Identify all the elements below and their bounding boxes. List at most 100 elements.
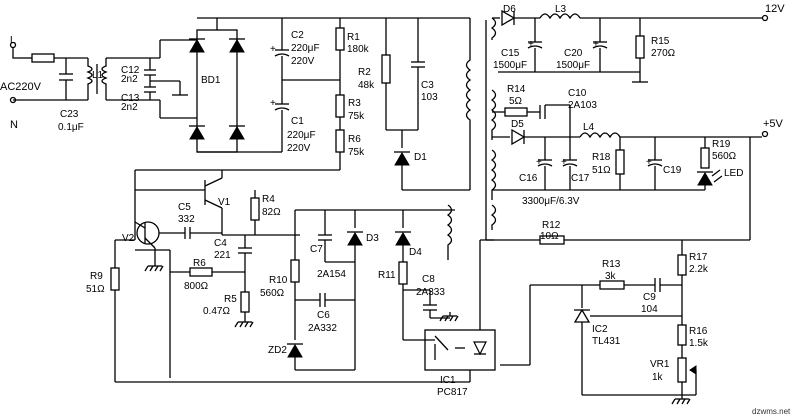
r10-label: R10 (269, 275, 288, 286)
r15-label: R15 (651, 36, 670, 47)
ic2-value: TL431 (592, 336, 621, 347)
svg-text:+: + (270, 98, 276, 109)
r15-value: 270Ω (651, 48, 676, 59)
vr1-value: 1k (652, 372, 664, 383)
c5-value: 332 (178, 214, 195, 225)
l1-label: L1 (92, 70, 104, 81)
d5-label: D5 (511, 119, 524, 130)
r9-value: 51Ω (86, 284, 105, 295)
d6-label: D6 (503, 4, 516, 15)
r13-label: R13 (602, 259, 621, 270)
r6b-value: 800Ω (184, 281, 209, 292)
r4-value: 82Ω (262, 207, 281, 218)
r3-value: 75k (348, 111, 365, 122)
c8-value: 2A333 (416, 287, 445, 298)
rail-5v-label: +5V (763, 118, 784, 130)
svg-text:+: + (270, 44, 276, 55)
rail-12v-label: 12V (765, 3, 785, 15)
l3-label: L3 (555, 4, 567, 15)
startup-resistor-chain (135, 17, 470, 191)
r14-label: R14 (507, 84, 526, 95)
r10-value: 560Ω (260, 288, 285, 299)
r2-label: R2 (358, 67, 371, 78)
v2-label: V2 (122, 233, 135, 244)
r16-label: R16 (689, 326, 708, 337)
bridge-rectifier-bd1 (160, 17, 270, 153)
c15-value: 1500μF (493, 60, 527, 71)
r6b-label: R6 (193, 258, 206, 269)
c13-value: 2n2 (121, 102, 138, 113)
c3-label: C3 (421, 80, 434, 91)
r16-value: 1.5k (689, 338, 709, 349)
primary-feedback (286, 209, 530, 382)
r4-label: R4 (262, 194, 275, 205)
watermark: dzwms.net (752, 407, 791, 416)
r5-value: 0.47Ω (203, 306, 230, 317)
c8-label: C8 (422, 274, 435, 285)
ac-input-section (9, 40, 188, 118)
r1-label: R1 (347, 32, 360, 43)
ic1-label: IC1 (440, 375, 456, 386)
r2-value: 48k (358, 80, 375, 91)
c10-value: 2A103 (568, 100, 597, 111)
c1-value: 220μF (287, 130, 316, 141)
c17-note: 3300μF/6.3V (522, 196, 580, 207)
svg-text:+: + (593, 39, 599, 50)
fuse (31, 53, 55, 63)
l4-label: L4 (583, 122, 595, 133)
line-label: L (10, 35, 16, 46)
tl431-regulator (480, 235, 697, 405)
bd1-label: BD1 (201, 75, 221, 86)
r17-label: R17 (689, 252, 708, 263)
r13-value: 3k (605, 271, 617, 282)
ic2-label: IC2 (592, 324, 608, 335)
c6-value: 2A332 (308, 323, 337, 334)
v1-label: V1 (218, 197, 231, 208)
r18-value: 51Ω (592, 165, 611, 176)
bulk-capacitors: + + (270, 17, 340, 153)
d1-label: D1 (414, 152, 427, 163)
r17-value: 2.2k (689, 264, 709, 275)
r12-value: 10Ω (540, 231, 559, 242)
c1-voltage: 220V (287, 143, 311, 154)
zd2-label: ZD2 (268, 345, 287, 356)
c23-label: C23 (60, 109, 79, 120)
d4-label: D4 (409, 247, 422, 258)
r19-label: R19 (712, 139, 731, 150)
c12-label: C12 (121, 65, 140, 76)
c4-value: 221 (214, 250, 231, 261)
r11-label: R11 (378, 270, 396, 281)
neutral-label: N (10, 119, 18, 131)
ic1-value: PC817 (437, 387, 468, 398)
c12-value: 2n2 (121, 74, 138, 85)
r6a-label: R6 (348, 134, 361, 145)
r3-label: R3 (348, 98, 361, 109)
r6a-value: 75k (348, 147, 365, 158)
primary-switch-stage (110, 170, 470, 383)
c7-label: C7 (310, 244, 323, 255)
c4-label: C4 (214, 238, 227, 249)
c10-label: C10 (568, 88, 587, 99)
c9-label: C9 (643, 292, 656, 303)
svg-text:+: + (561, 157, 567, 168)
c13-label: C13 (121, 93, 140, 104)
output-5v: + + + (492, 104, 769, 241)
c2-voltage: 220V (291, 56, 315, 67)
r19-value: 560Ω (712, 151, 737, 162)
c20-value: 1500μF (556, 60, 590, 71)
c17-label: C17 (571, 173, 590, 184)
r12-label: R12 (542, 220, 561, 231)
c19-label: C19 (663, 165, 682, 176)
r18-label: R18 (592, 152, 611, 163)
c6-label: C6 (317, 310, 330, 321)
svg-text:+: + (646, 157, 652, 168)
d3-label: D3 (366, 233, 379, 244)
svg-text:+: + (536, 157, 542, 168)
r14-value: 5Ω (509, 96, 523, 107)
r5-label: R5 (224, 294, 237, 305)
c2-label: C2 (291, 30, 304, 41)
c3-value: 103 (421, 92, 438, 103)
optocoupler-ic1 (424, 329, 496, 371)
c2-value: 220μF (291, 43, 320, 54)
